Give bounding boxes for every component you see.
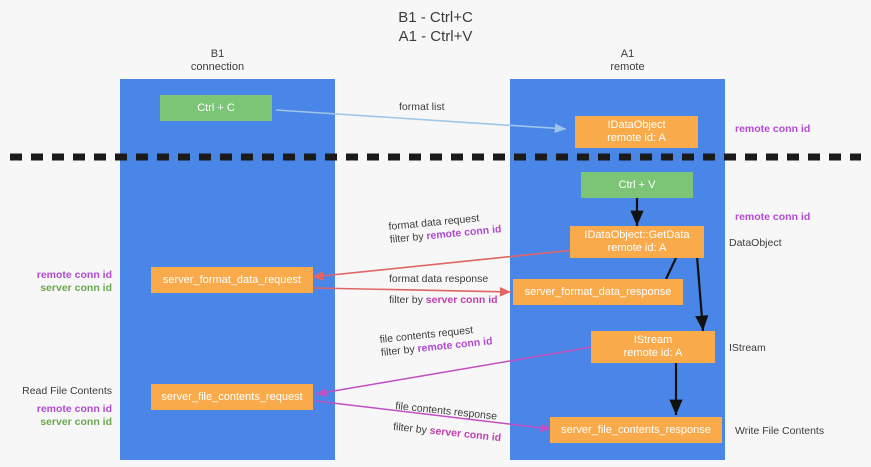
node-idataobject-label: IDataObject (607, 119, 666, 131)
side-label-read-file-contents: Read File Contents (22, 385, 112, 397)
side-label-remote-conn-id-mid: remote conn id (735, 211, 811, 223)
fmt-resp-key: server conn id (425, 294, 498, 306)
node-server-file-contents-request[interactable]: server_file_contents_request (151, 384, 313, 410)
lane-header-a1: A1 remote (560, 48, 695, 74)
file-resp-prefix: filter by (392, 420, 431, 437)
node-file-resp-label: server_file_contents_response (561, 423, 711, 436)
side-label-write-file-contents: Write File Contents (735, 425, 825, 437)
title-line-1: B1 - Ctrl+C (398, 9, 473, 26)
node-ctrl-c-label: Ctrl + C (197, 101, 235, 114)
node-ctrl-v[interactable]: Ctrl + V (581, 172, 693, 198)
node-file-req-label: server_file_contents_request (161, 390, 303, 403)
node-idataobject[interactable]: IDataObject remote id: A (575, 116, 698, 148)
side-label-remote-conn-id-top: remote conn id (735, 123, 811, 135)
side-label-left-remote-conn-id-2: remote conn id (36, 403, 112, 415)
side-label-left-server-conn-id-2: server conn id (40, 416, 112, 428)
node-server-format-data-request[interactable]: server_format_data_request (151, 267, 313, 293)
node-getdata-label: IDataObject::GetData (584, 229, 690, 241)
node-ctrl-v-label: Ctrl + V (618, 178, 656, 191)
lane-b1-role: connection (190, 61, 245, 73)
lane-a1-name: A1 (620, 48, 635, 60)
fmt-resp-line1: format data response (389, 273, 489, 285)
side-label-left-server-conn-id: server conn id (40, 282, 112, 294)
side-label-istream: IStream (729, 342, 766, 354)
node-fmt-resp-label: server_format_data_response (524, 285, 672, 298)
lane-a1-role: remote (610, 61, 645, 73)
file-req-prefix: filter by (380, 343, 419, 359)
node-getdata-sub: remote id: A (607, 242, 667, 254)
title-line-2: A1 - Ctrl+V (398, 28, 473, 45)
file-resp-line2: filter by server conn id (392, 420, 502, 445)
edge-label-format-list: format list (399, 101, 445, 113)
edge-label-format-data-request: format data request filter by remote con… (388, 210, 502, 247)
lane-b1-name: B1 (210, 48, 225, 60)
node-getdata[interactable]: IDataObject::GetData remote id: A (570, 226, 704, 258)
side-label-left-remote-conn-id: remote conn id (36, 269, 112, 281)
node-istream-label: IStream (633, 334, 673, 346)
file-resp-line1: file contents response (394, 400, 498, 423)
node-server-file-contents-response[interactable]: server_file_contents_response (550, 417, 722, 443)
edge-label-format-data-response: format data response filter by server co… (389, 273, 498, 307)
side-label-dataobject: DataObject (729, 237, 782, 249)
file-resp-key: server conn id (429, 424, 502, 445)
edge-label-file-contents-response: file contents response filter by server … (392, 400, 504, 445)
page-title: B1 - Ctrl+C A1 - Ctrl+V (0, 8, 871, 46)
node-ctrl-c[interactable]: Ctrl + C (160, 95, 272, 121)
fmt-resp-line2: filter by server conn id (389, 294, 498, 307)
node-idataobject-sub: remote id: A (607, 132, 666, 144)
node-istream[interactable]: IStream remote id: A (591, 331, 715, 363)
fmt-resp-prefix: filter by (389, 294, 426, 306)
node-istream-sub: remote id: A (623, 347, 683, 359)
node-fmt-req-label: server_format_data_request (162, 273, 302, 286)
fmt-req-prefix: filter by (389, 230, 427, 246)
edge-label-file-contents-request: file contents request filter by remote c… (379, 322, 493, 360)
node-server-format-data-response[interactable]: server_format_data_response (513, 279, 683, 305)
lane-header-b1: B1 connection (150, 48, 285, 74)
